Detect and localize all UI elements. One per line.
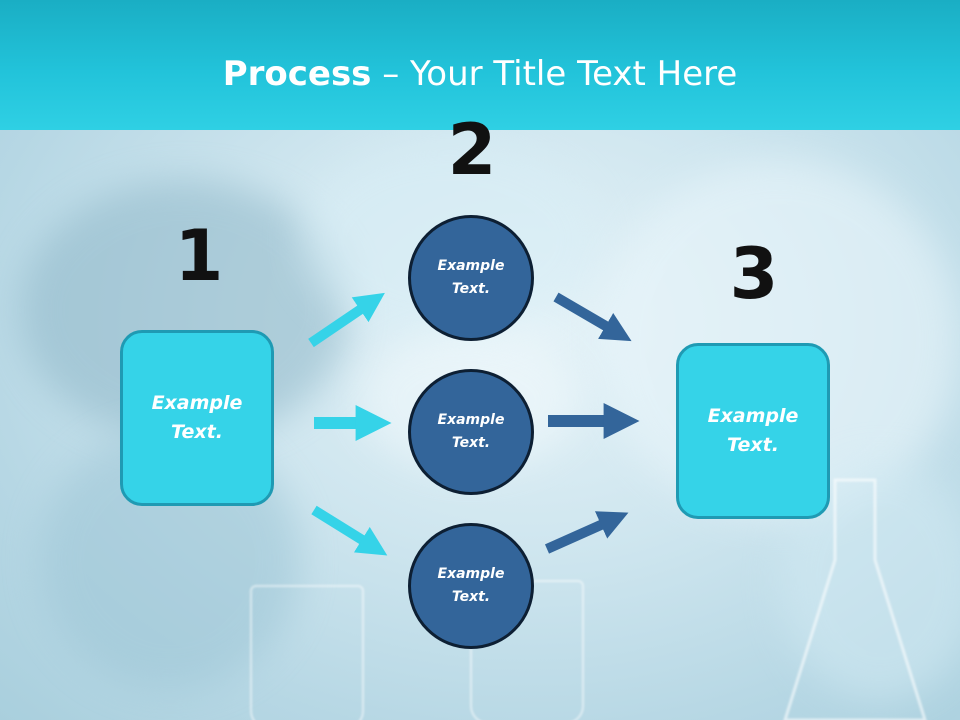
title-rest: – Your Title Text Here	[371, 54, 738, 94]
circle-label-line2: Text.	[451, 435, 491, 451]
step-3-label-line2: Text.	[727, 434, 779, 456]
circle-label-line1: Example	[437, 258, 505, 274]
step-2-circle-top[interactable]: Example Text.	[408, 215, 534, 341]
step-number-3: 3	[729, 233, 779, 315]
right-arrow-icon	[544, 511, 629, 554]
right-arrow-icon	[553, 292, 632, 342]
step-1-box[interactable]: Example Text.	[120, 330, 274, 506]
right-arrow-icon	[311, 505, 388, 556]
step-1-label-line1: Example	[151, 392, 243, 414]
step-number-2: 2	[447, 109, 497, 191]
step-number-1: 1	[174, 215, 224, 297]
step-2-circle-bottom[interactable]: Example Text.	[408, 523, 534, 649]
circle-label-line1: Example	[437, 412, 505, 428]
slide-title: Process – Your Title Text Here	[0, 52, 960, 96]
step-3-label-line1: Example	[707, 405, 799, 427]
title-bold: Process	[222, 54, 372, 94]
step-1-label-line2: Text.	[171, 421, 223, 443]
step-3-box[interactable]: Example Text.	[676, 343, 830, 519]
circle-label-line2: Text.	[451, 281, 491, 297]
step-2-circle-middle[interactable]: Example Text.	[408, 369, 534, 495]
right-arrow-icon	[308, 292, 385, 348]
circle-label-line1: Example	[437, 566, 505, 582]
title-bar: Process – Your Title Text Here	[0, 0, 960, 130]
beaker-image	[250, 585, 364, 720]
circle-label-line2: Text.	[451, 589, 491, 605]
flask-image	[783, 478, 927, 720]
